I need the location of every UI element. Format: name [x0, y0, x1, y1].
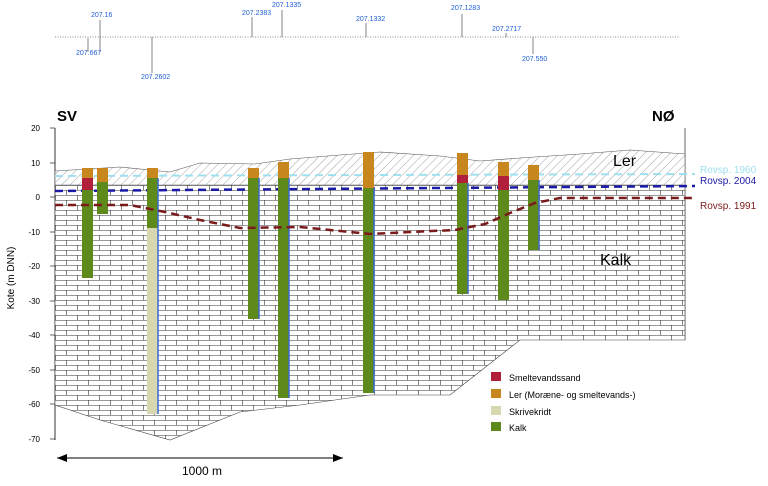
borehole-id-label: 207.2383 [242, 10, 271, 17]
water-level-1960-label: Rovsp. 1960 [700, 165, 757, 176]
legend-swatch [491, 389, 501, 398]
borehole-column [82, 168, 93, 278]
legend-label: Ler (Moræne- og smeltevands-) [509, 390, 636, 400]
y-axis-label: Kote (m DNN) [6, 247, 17, 310]
legend-label: Kalk [509, 423, 527, 433]
water-level-1960-line [54, 173, 696, 177]
borehole-id-label: 207.667 [76, 50, 101, 57]
legend-label: Smeltevandssand [509, 373, 581, 383]
legend: Smeltevandssand Ler (Moræne- og smelteva… [491, 372, 636, 433]
borehole-id-label: 207.16 [91, 12, 113, 19]
y-tick-label: -60 [28, 400, 40, 409]
legend-swatch [491, 406, 501, 415]
clay-unit-label: Ler [613, 153, 637, 170]
y-tick-label: -40 [28, 331, 40, 340]
limestone-unit-label: Kalk [600, 252, 632, 269]
y-tick-label: -70 [28, 435, 40, 444]
borehole-column [97, 168, 108, 214]
water-level-1991-line [55, 196, 695, 236]
borehole-id-label: 207.550 [522, 56, 547, 63]
y-tick-label: -50 [28, 366, 40, 375]
water-level-1991-label: Rovsp. 1991 [700, 201, 757, 212]
direction-left-label: SV [57, 108, 77, 125]
boreholes [82, 152, 540, 414]
borehole-column [528, 165, 540, 250]
borehole-id-label: 207.1335 [272, 2, 301, 9]
y-tick-label: 20 [31, 124, 40, 133]
borehole-column [363, 152, 375, 393]
location-strip: 207.16 207.667 207.2602 207.2383 207.133… [55, 2, 680, 81]
scale-bar: 1000 m [57, 454, 343, 478]
borehole-id-label: 207.1283 [451, 5, 480, 12]
water-level-2004-line [54, 184, 696, 193]
borehole-id-label: 207.2717 [492, 26, 521, 33]
y-tick-label: -30 [28, 297, 40, 306]
y-ticks: 20 10 0 -10 -20 -30 -40 -50 -60 -70 [28, 124, 40, 444]
y-tick-label: 10 [31, 159, 40, 168]
direction-right-label: NØ [652, 108, 675, 125]
scale-bar-label: 1000 m [182, 464, 222, 478]
borehole-column [457, 153, 469, 294]
borehole-id-label: 207.1332 [356, 16, 385, 23]
borehole-column [498, 162, 509, 300]
borehole-id-label: 207.2602 [141, 74, 170, 81]
y-tick-label: 0 [36, 193, 41, 202]
borehole-column [278, 162, 290, 398]
borehole-column [248, 168, 260, 319]
legend-swatch [491, 422, 501, 431]
y-tick-label: -20 [28, 262, 40, 271]
legend-label: Skrivekridt [509, 407, 552, 417]
legend-swatch [491, 372, 501, 381]
borehole-column [147, 168, 159, 414]
y-tick-label: -10 [28, 228, 40, 237]
water-level-2004-label: Rovsp. 2004 [700, 176, 757, 187]
